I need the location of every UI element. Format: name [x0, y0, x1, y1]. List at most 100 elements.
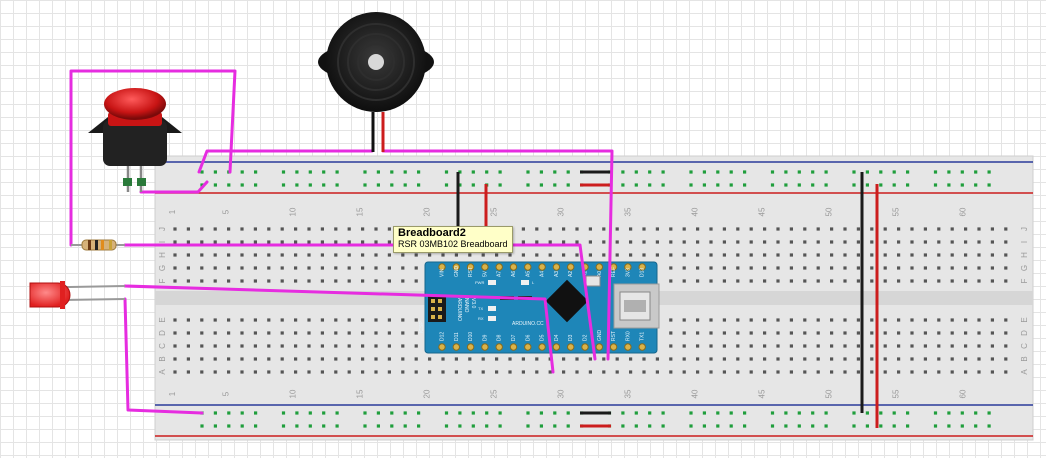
row-letter-right: C	[1020, 343, 1029, 349]
hole	[669, 344, 673, 348]
nano-pin-label: D10	[468, 332, 474, 341]
hole	[964, 331, 968, 335]
hole	[213, 331, 217, 335]
hole	[401, 279, 405, 283]
hole	[374, 357, 378, 361]
hole	[213, 357, 217, 361]
hole	[990, 240, 994, 244]
rail-hole	[295, 424, 299, 428]
rail-hole	[824, 424, 828, 428]
nano-pin	[538, 343, 546, 351]
nano-pin-label: A4	[540, 271, 546, 277]
rail-hole	[879, 411, 883, 415]
hole	[883, 240, 887, 244]
nano-pin-label: D9	[482, 334, 488, 341]
rail-hole	[376, 183, 380, 187]
hole	[307, 370, 311, 374]
hole	[495, 370, 499, 374]
hole	[883, 279, 887, 283]
hole	[1004, 227, 1008, 231]
button-cap	[104, 88, 166, 120]
hole	[696, 279, 700, 283]
led-label-l: L	[532, 280, 535, 285]
hole	[843, 279, 847, 283]
rail-hole	[892, 424, 896, 428]
nano-pin-label: GND	[597, 330, 603, 342]
rail-hole	[729, 183, 733, 187]
nano-pin-label: RST	[468, 267, 474, 277]
rail-hole	[865, 424, 869, 428]
hole	[347, 240, 351, 244]
hole	[897, 344, 901, 348]
rail-hole	[797, 170, 801, 174]
hole	[294, 266, 298, 270]
hole	[736, 331, 740, 335]
hole	[937, 357, 941, 361]
nano-pin-label: GND	[454, 266, 460, 278]
hole	[669, 279, 673, 283]
hole	[320, 357, 324, 361]
hole	[213, 318, 217, 322]
hole	[696, 266, 700, 270]
wire-button-to-rail	[139, 180, 209, 194]
hole	[682, 279, 686, 283]
rail-hole	[743, 424, 747, 428]
rail-hole	[974, 424, 978, 428]
hole	[508, 370, 512, 374]
hole	[361, 253, 365, 257]
hole	[722, 266, 726, 270]
hole	[307, 240, 311, 244]
rail-hole	[363, 424, 367, 428]
hole	[669, 266, 673, 270]
hole	[803, 331, 807, 335]
hole	[749, 370, 753, 374]
hole	[173, 318, 177, 322]
hole	[736, 357, 740, 361]
hole	[950, 318, 954, 322]
row-letter-left: F	[158, 278, 167, 283]
nano-pin	[509, 343, 518, 351]
hole	[883, 344, 887, 348]
hole	[173, 344, 177, 348]
hole	[763, 227, 767, 231]
hole	[843, 331, 847, 335]
hole	[682, 266, 686, 270]
hole	[334, 318, 338, 322]
hole	[280, 357, 284, 361]
hole	[937, 279, 941, 283]
rail-hole	[987, 183, 991, 187]
hole	[186, 240, 190, 244]
hole	[320, 318, 324, 322]
hole	[334, 344, 338, 348]
hole	[548, 227, 552, 231]
rail-hole	[784, 170, 788, 174]
rail-hole	[770, 170, 775, 174]
smd-led-l	[521, 280, 529, 285]
hole	[803, 240, 807, 244]
hole	[200, 357, 204, 361]
hole	[280, 240, 284, 244]
hole	[950, 357, 954, 361]
hole	[575, 240, 579, 244]
row-letter-left: B	[158, 356, 167, 361]
rail-hole	[729, 170, 733, 174]
hole	[280, 331, 284, 335]
rail-hole	[797, 411, 801, 415]
nano-pin-label: REF	[611, 267, 617, 277]
hole	[253, 240, 257, 244]
hole	[709, 253, 713, 257]
hole	[200, 279, 204, 283]
hole	[776, 253, 780, 257]
nano-pin-label: A3	[554, 271, 560, 277]
hole	[937, 227, 941, 231]
hole	[655, 227, 659, 231]
hole	[267, 240, 271, 244]
hole	[535, 370, 539, 374]
hole	[521, 240, 525, 244]
smd-led-pwr	[488, 280, 496, 285]
hole	[347, 253, 351, 257]
wire-led-to-rail	[123, 297, 204, 415]
hole	[629, 253, 633, 257]
rail-hole	[308, 424, 312, 428]
hole	[856, 227, 860, 231]
